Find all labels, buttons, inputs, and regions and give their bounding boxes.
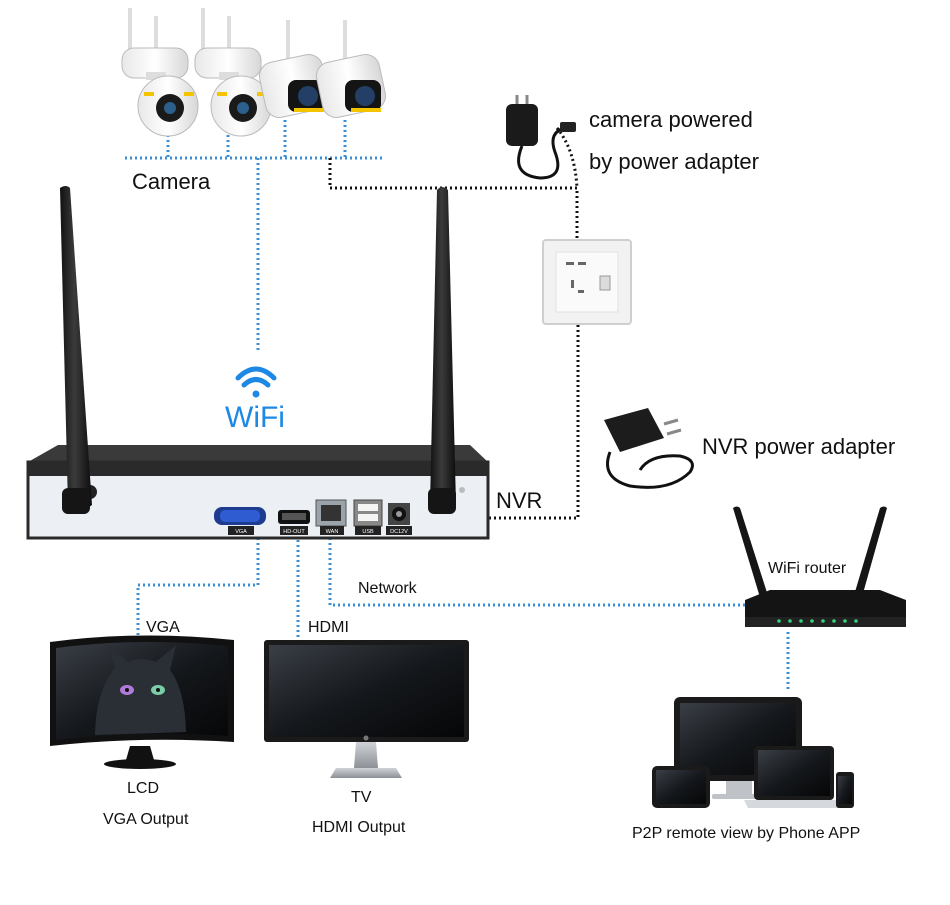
vga-link: [136, 528, 260, 640]
output-links: [136, 528, 790, 692]
hdmi-port-icon: [278, 510, 310, 535]
wifi-router-icon: [733, 506, 906, 627]
camera-power-adapter-icon: [506, 95, 576, 180]
bullet-camera-icon: [258, 20, 330, 118]
nvr-power-adapter-icon: [604, 408, 694, 489]
usb-port-label: USB: [362, 529, 374, 535]
nvr-device: VGA HD-OUT WAN USB DC12V: [26, 445, 490, 540]
tv-label: TV: [351, 789, 372, 806]
camera-powered-label-line1: camera powered: [589, 107, 753, 132]
wan-port-icon: [315, 499, 347, 535]
wifi-router-label: WiFi router: [768, 560, 847, 577]
wifi-icon: [235, 366, 277, 398]
nvr-antenna-right-icon: [428, 187, 456, 514]
vga-port-icon: [214, 507, 266, 535]
dc12v-port-icon: [386, 503, 412, 535]
hdmi-output-label: HDMI Output: [312, 819, 406, 836]
network-label: Network: [358, 580, 417, 597]
remote-devices-icon: [652, 697, 854, 808]
nvr-label: NVR: [496, 488, 543, 513]
ptz-camera-icon: [121, 8, 199, 137]
adapter-cable-line: [555, 127, 579, 189]
vga-label: VGA: [146, 619, 180, 636]
power-lines: [328, 127, 580, 520]
wifi-links: [125, 120, 385, 352]
p2p-remote-view-label: P2P remote view by Phone APP: [632, 825, 861, 842]
lcd-monitor-icon: [50, 635, 234, 769]
camera-label: Camera: [132, 169, 211, 194]
cameras: [121, 8, 387, 137]
camera-powered-label-line2: by power adapter: [589, 149, 759, 174]
wall-socket-icon: [542, 239, 632, 325]
usb-port-icon: [353, 499, 383, 535]
cat-image-icon: [95, 645, 186, 735]
network-link: [328, 528, 745, 607]
camera-power-line: [328, 158, 579, 242]
vga-port-label: VGA: [235, 529, 247, 535]
bullet-camera-icon: [315, 20, 387, 118]
tv-icon: [264, 640, 469, 778]
vga-output-label: VGA Output: [103, 811, 189, 828]
dc12v-port-label: DC12V: [390, 529, 408, 535]
wan-port-label: WAN: [326, 529, 339, 535]
wifi-label: WiFi: [225, 401, 285, 434]
hdmi-label: HDMI: [308, 619, 349, 636]
hdout-port-label: HD-OUT: [283, 529, 305, 535]
nvr-antenna-left-icon: [60, 186, 92, 514]
nvr-power-adapter-label: NVR power adapter: [702, 434, 896, 459]
lcd-label: LCD: [127, 780, 160, 797]
